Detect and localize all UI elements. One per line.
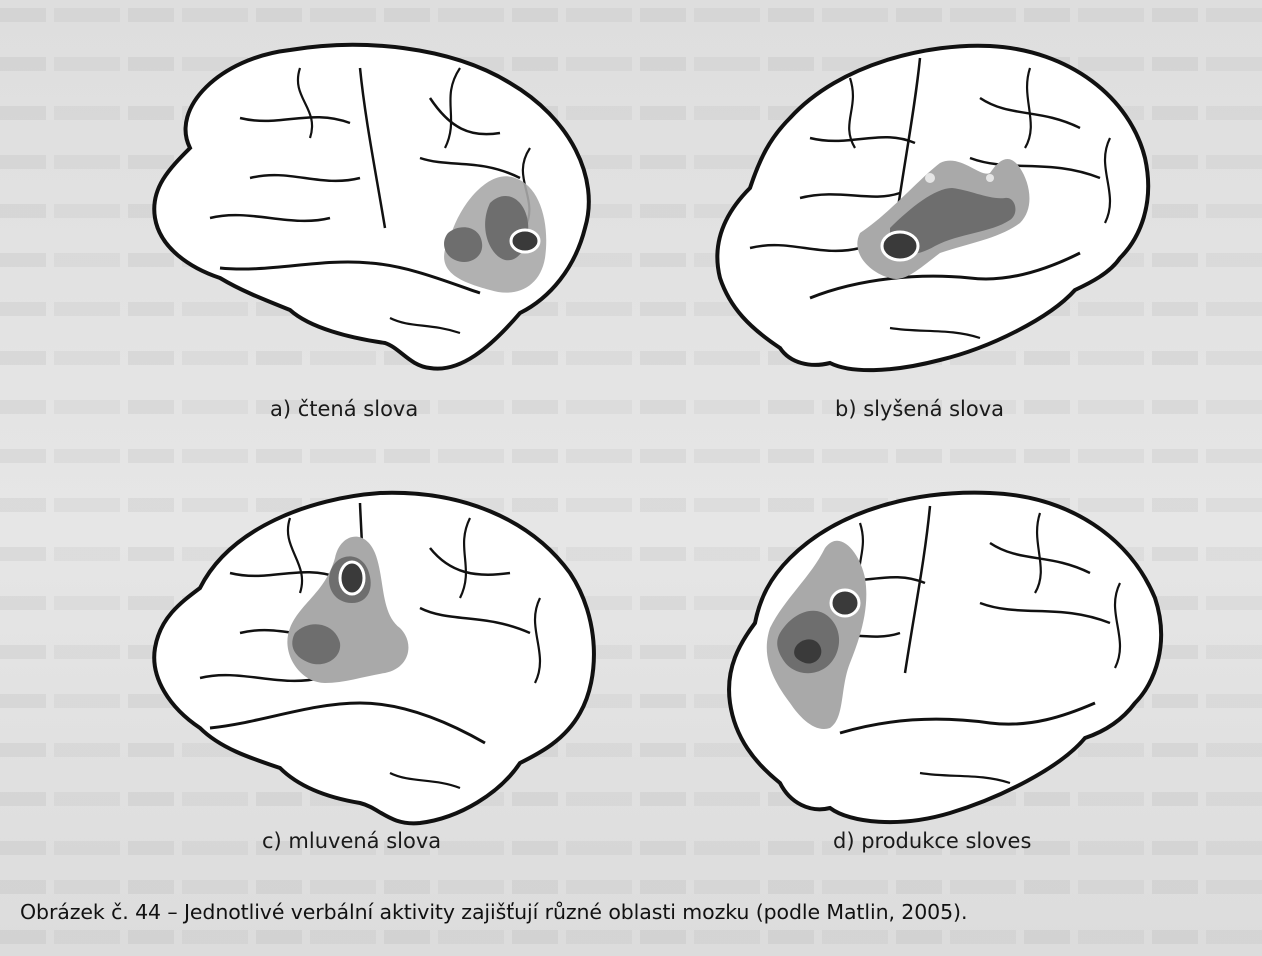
- panel-label-b: b) slyšená slova: [835, 397, 1004, 421]
- panel-label-d: d) produkce sloves: [833, 829, 1031, 853]
- activation-b-spot1: [925, 173, 935, 183]
- brain-panel-d: [700, 478, 1170, 833]
- activation-d-dark: [831, 590, 859, 616]
- activation-a-dark: [511, 230, 539, 252]
- panel-label-a: a) čtená slova: [270, 397, 418, 421]
- activation-b-dark: [882, 232, 918, 260]
- activation-c-dark: [340, 562, 364, 594]
- brain-panel-c: [130, 478, 600, 833]
- figure-caption: Obrázek č. 44 – Jednotlivé verbální akti…: [20, 900, 967, 924]
- brain-panel-b: [690, 28, 1160, 383]
- activation-b-spot2: [986, 174, 994, 182]
- panel-label-c: c) mluvená slova: [262, 829, 441, 853]
- brain-panel-a: [130, 28, 600, 383]
